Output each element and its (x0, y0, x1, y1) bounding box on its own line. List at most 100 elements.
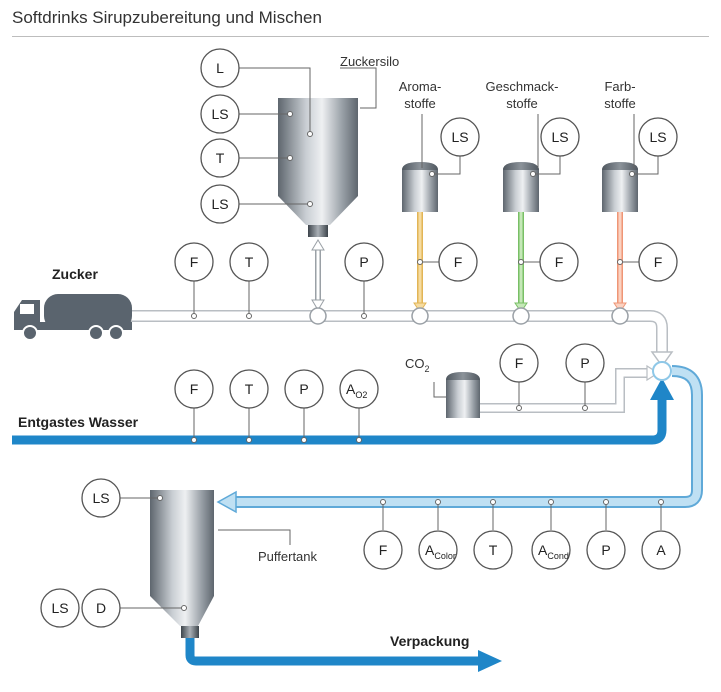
instrument-farb-ls: LS (638, 117, 678, 157)
instrument-ring (229, 242, 269, 282)
aroma-label-line2: stoffe (404, 96, 436, 111)
zucker-pipe (130, 310, 674, 368)
instrument-label: LS (649, 129, 666, 145)
instrument-label: P (580, 355, 589, 371)
title-divider (12, 36, 709, 37)
instrument-ring (363, 530, 403, 570)
co2-label-sub: 2 (425, 364, 430, 374)
truck-icon (14, 294, 132, 341)
instrument-label: LS (551, 129, 568, 145)
instrument-mix-a-color: AColor (418, 530, 458, 570)
instrument-ring (586, 530, 626, 570)
puffertank-tank (150, 490, 214, 638)
zucker-label: Zucker (52, 266, 98, 282)
instrument-ring (539, 242, 579, 282)
instrument-geschmack-f: F (539, 242, 579, 282)
instrument-label: A (656, 542, 666, 558)
geschmack-label-line1: Geschmack- (486, 79, 559, 94)
instrument-label: P (359, 254, 368, 270)
instrument-aroma-f: F (438, 242, 478, 282)
instrument-label: AO2 (346, 381, 367, 400)
instrument-label-sub: Cond (547, 551, 569, 561)
instrument-label: T (216, 150, 225, 166)
instrument-farb-f: F (638, 242, 678, 282)
instrument-ring (174, 242, 214, 282)
instrument-ring (40, 588, 80, 628)
instrument-ring (284, 369, 324, 409)
instrument-ring (499, 343, 539, 383)
instrument-label-main: A (346, 381, 356, 397)
instrument-ring (174, 369, 214, 409)
instrument-ring (641, 530, 681, 570)
instrument-label: T (245, 254, 254, 270)
entgastes-wasser-pipe (12, 378, 674, 445)
leader-lines (120, 67, 662, 609)
instrument-mix-a: A (641, 530, 681, 570)
instrument-silo-l: L (200, 48, 240, 88)
instrument-label: LS (451, 129, 468, 145)
instrument-wasser-t: T (229, 369, 269, 409)
instrument-ring (339, 369, 379, 409)
instrument-label: P (299, 381, 308, 397)
instrument-wasser-a: AO2 (339, 369, 379, 409)
verpackung-pipe (185, 637, 502, 672)
instrument-mix-a-cond: ACond (531, 530, 571, 570)
instrument-ring (418, 530, 458, 570)
instrument-label: LS (211, 196, 228, 212)
junction-aroma (411, 307, 429, 325)
instrument-puffer-d: D (81, 588, 121, 628)
instrument-ring (200, 48, 240, 88)
instrument-label: LS (211, 106, 228, 122)
instrument-ring (344, 242, 384, 282)
instrument-mix-t: T (473, 530, 513, 570)
co2-tank (446, 372, 480, 418)
instrument-ring (81, 588, 121, 628)
instrument-label: LS (51, 600, 68, 616)
junction-geschmack (512, 307, 530, 325)
silo-feed-arrow (311, 239, 325, 311)
measurement-dots (157, 111, 664, 611)
mixing-node (652, 361, 672, 381)
aroma-tank (402, 162, 438, 212)
instrument-mix-p: P (586, 530, 626, 570)
instrument-ring (81, 478, 121, 518)
puffertank-label: Puffertank (258, 549, 318, 564)
instrument-label: F (515, 355, 524, 371)
instrument-label: F (190, 254, 199, 270)
farb-tank (602, 162, 638, 212)
instrument-label: D (96, 600, 106, 616)
instrument-silo-ls-top: LS (200, 94, 240, 134)
instrument-label: LS (92, 490, 109, 506)
instrument-ring (473, 530, 513, 570)
instrument-aroma-ls: LS (440, 117, 480, 157)
farb-label-line2: stoffe (604, 96, 636, 111)
zuckersilo-label: Zuckersilo (340, 54, 399, 69)
instrument-label-main: A (425, 542, 435, 558)
instrument-label: F (190, 381, 199, 397)
instrument-wasser-p: P (284, 369, 324, 409)
instrument-label: F (555, 254, 564, 270)
instrument-ring (540, 117, 580, 157)
instrument-puffer-ls: LS (81, 478, 121, 518)
instrument-label: T (245, 381, 254, 397)
instrument-wasser-f: F (174, 369, 214, 409)
instrument-silo-ls-bottom: LS (200, 184, 240, 224)
instrument-label: F (654, 254, 663, 270)
instrument-label-sub: Color (434, 551, 456, 561)
instrument-ring (438, 242, 478, 282)
instrument-ring (531, 530, 571, 570)
instrument-ring (200, 184, 240, 224)
instrument-ring (638, 117, 678, 157)
instrument-ring (638, 242, 678, 282)
instrument-zucker-f: F (174, 242, 214, 282)
verpackung-label: Verpackung (390, 633, 469, 649)
instrument-label-main: A (538, 542, 548, 558)
instrument-label-sub: O2 (355, 390, 367, 400)
farb-label-line1: Farb- (604, 79, 635, 94)
instrument-ring (200, 138, 240, 178)
instrument-label: T (489, 542, 498, 558)
zuckersilo-tank (278, 98, 358, 237)
entgastes-wasser-label: Entgastes Wasser (18, 414, 139, 430)
